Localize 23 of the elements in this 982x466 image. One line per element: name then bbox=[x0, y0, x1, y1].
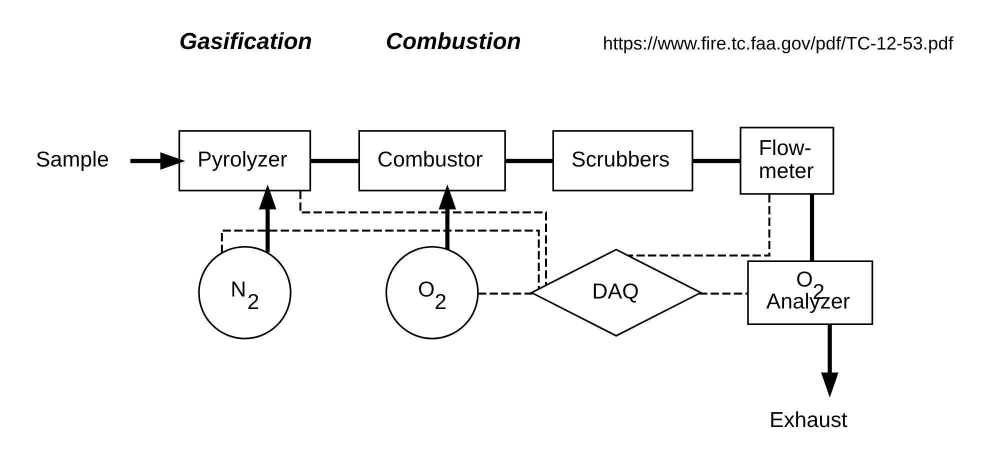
label: Combustion bbox=[386, 28, 522, 54]
node-diamond: DAQ bbox=[530, 248, 703, 337]
node-text: Sample bbox=[36, 146, 109, 172]
connector bbox=[299, 190, 547, 286]
node-box: Pyrolyzer bbox=[178, 130, 312, 192]
arrow bbox=[821, 324, 839, 398]
arrow bbox=[130, 152, 186, 170]
label: https://www.fire.tc.faa.gov/pdf/TC-12-53.pdf bbox=[602, 32, 954, 54]
connector bbox=[220, 230, 540, 289]
label: Gasification bbox=[179, 28, 312, 54]
node-box: Flow- meter bbox=[740, 126, 834, 195]
arrow bbox=[258, 184, 276, 252]
connector bbox=[310, 158, 359, 164]
arrow bbox=[438, 184, 456, 250]
node-box: Combustor bbox=[358, 130, 506, 192]
node-text: Exhaust bbox=[770, 406, 848, 432]
connector bbox=[478, 292, 533, 295]
connector bbox=[505, 158, 553, 164]
connector bbox=[810, 194, 814, 261]
node-box: Scrubbers bbox=[552, 130, 694, 192]
connector bbox=[692, 158, 740, 164]
connector bbox=[628, 194, 770, 256]
connector bbox=[699, 292, 748, 295]
